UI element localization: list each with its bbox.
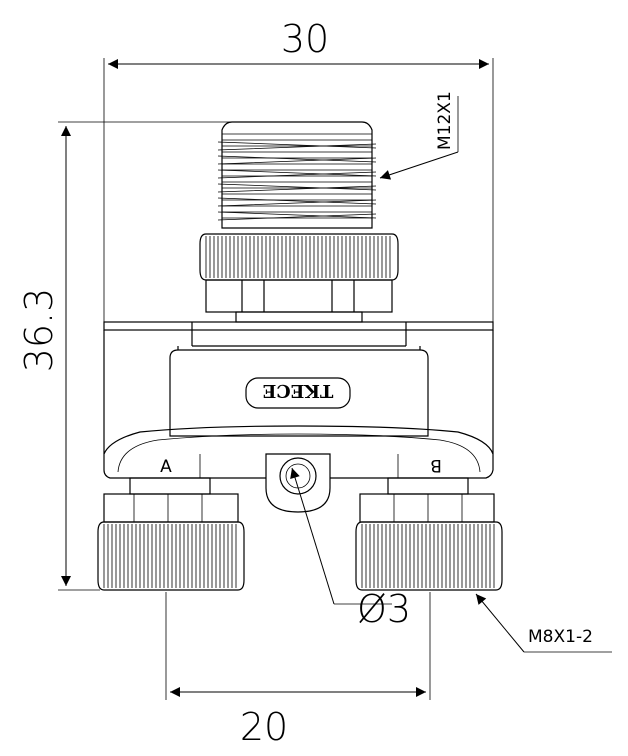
port-label-b: B [430,455,442,475]
brand-logo: TKECE [245,377,351,409]
m8-callout-label: M8X1-2 [528,627,593,647]
port-label-a: A [160,457,172,477]
m8-callout: M8X1-2 [475,593,612,653]
m12-callout: M12X1 [379,91,459,180]
dimension-height: 36.3 [17,121,232,591]
dimension-port-spacing: 20 [165,592,431,749]
dimension-width-label: 30 [281,17,329,61]
lower-flange: A B [103,425,494,479]
mounting-hole-lug [265,453,331,513]
dimension-width: 30 [103,17,494,462]
port-a-connector [97,477,245,591]
upper-hex-body [205,279,393,323]
port-b-connector [355,477,503,591]
hole-diameter-label: Ø3 [357,587,411,631]
hole-diameter-callout: Ø3 [290,467,411,631]
upper-knurled-nut [199,233,399,281]
dimension-height-label: 36.3 [17,288,61,373]
main-body [103,321,494,454]
dimension-port-spacing-label: 20 [240,705,288,749]
m12-callout-label: M12X1 [435,91,455,150]
brand-logo-text: TKECE [263,380,334,401]
m12-threaded-connector [217,121,377,229]
